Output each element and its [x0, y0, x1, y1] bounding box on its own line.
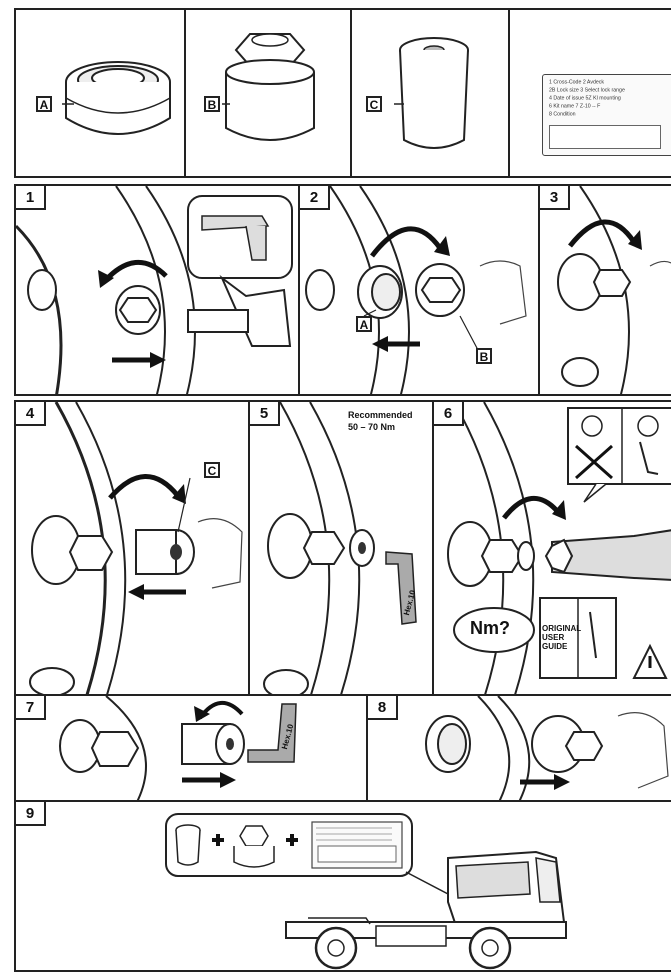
label-b: B	[476, 348, 492, 364]
card-line: 2B Lock size 3 Select lock range	[549, 87, 625, 94]
recommended-torque: 50 – 70 Nm	[348, 422, 395, 433]
label-c: C	[366, 96, 382, 112]
step-4-panel: 4 C	[14, 400, 250, 696]
step-3-panel: 3	[538, 184, 671, 396]
card-line: 1 Cross-Code 2 Avdeck	[549, 79, 604, 86]
locking-nut-illustration	[16, 10, 186, 178]
step-7-panel: 7 Hex.10	[14, 694, 368, 802]
code-box	[549, 125, 661, 149]
step-number: 6	[434, 402, 464, 426]
step-number: 7	[16, 696, 46, 720]
step-6-illustration	[434, 402, 671, 696]
step-number: 2	[300, 186, 330, 210]
user-guide-line1: ORIGINAL	[542, 624, 581, 633]
step-9-panel: 9	[14, 800, 671, 972]
key-illustration	[186, 10, 352, 178]
step-number: 5	[250, 402, 280, 426]
step-2-panel: 2 A B	[298, 184, 540, 396]
card-line: 8 Condition	[549, 111, 576, 118]
label-c: C	[204, 462, 220, 478]
adapter-illustration	[352, 10, 510, 178]
step-8-illustration	[368, 696, 671, 802]
code-card-panel: 1 Cross-Code 2 Avdeck 2B Lock size 3 Sel…	[508, 8, 671, 178]
user-guide-line2: USER	[542, 633, 564, 642]
part-b-panel: B	[184, 8, 352, 178]
step-7-illustration	[16, 696, 368, 802]
part-a-panel: A	[14, 8, 186, 178]
step-number: 3	[540, 186, 570, 210]
label-a: A	[36, 96, 52, 112]
step-2-illustration	[300, 186, 540, 396]
step-8-panel: 8	[366, 694, 671, 802]
step-3-illustration	[540, 186, 671, 396]
label-b: B	[204, 96, 220, 112]
step-number: 4	[16, 402, 46, 426]
step-1-panel: 1	[14, 184, 300, 396]
step-number: 8	[368, 696, 398, 720]
step-number: 1	[16, 186, 46, 210]
step-number: 9	[16, 802, 46, 826]
card-line: 6 Kit name 7 Z-10 -- F	[549, 103, 600, 110]
step-1-illustration	[16, 186, 300, 396]
step-5-illustration	[250, 402, 434, 696]
label-a: A	[356, 316, 372, 332]
step-4-illustration	[16, 402, 250, 696]
step-5-panel: 5 Recommended 50 – 70 Nm Hex.10	[248, 400, 434, 696]
code-card: 1 Cross-Code 2 Avdeck 2B Lock size 3 Sel…	[542, 74, 671, 156]
step-6-panel: 6 Nm? ORIGINAL USER GUIDE	[432, 400, 671, 696]
user-guide-line3: GUIDE	[542, 642, 567, 651]
step-9-illustration	[16, 802, 671, 972]
recommended-label: Recommended	[348, 410, 413, 421]
card-line: 4 Date of issue 5Z Kl mounting	[549, 95, 621, 102]
part-c-panel: C	[350, 8, 510, 178]
torque-question-bubble: Nm?	[470, 618, 510, 639]
